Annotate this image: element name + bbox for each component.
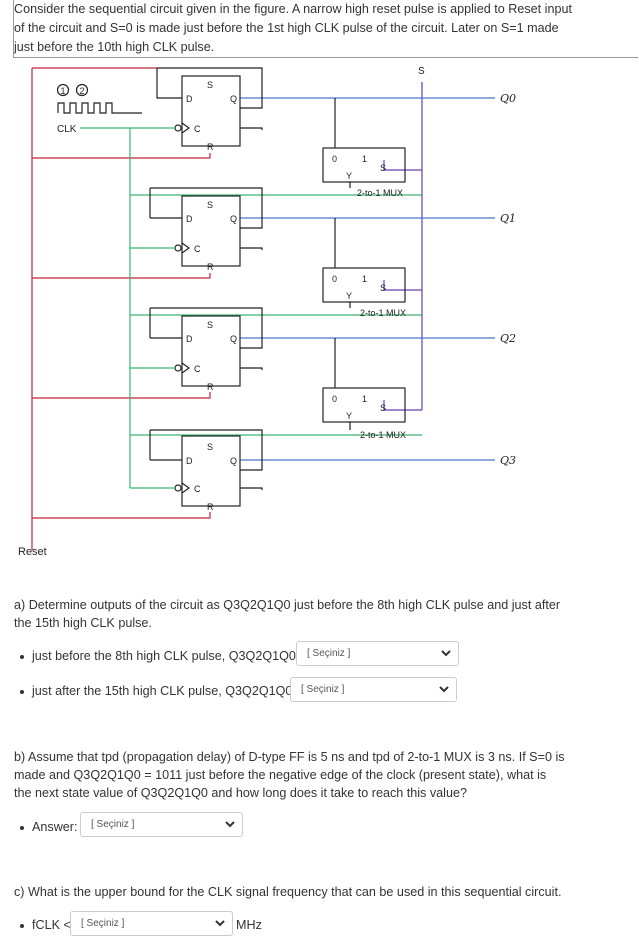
clk-label: CLK — [57, 124, 77, 135]
svg-text:S: S — [207, 200, 213, 210]
fclk-label: fCLK < — [32, 918, 71, 932]
answer-select-4-text: [ Seçiniz ] — [81, 918, 125, 929]
svg-text:S: S — [380, 163, 386, 173]
clk-wires — [80, 127, 422, 489]
clk-waveform-icon — [56, 83, 142, 114]
svg-text:2-to-1 MUX: 2-to-1 MUX — [357, 188, 403, 198]
part-a-item-1: just before the 8th high CLK pulse, Q3Q2… — [20, 649, 307, 663]
frame-bottom-border — [13, 57, 638, 58]
pulse-label-2: 2 — [79, 86, 84, 96]
part-a-item-1-text: just before the 8th high CLK pulse, Q3Q2… — [32, 649, 307, 663]
frame-left-border — [13, 0, 14, 57]
part-a-line-1: a) Determine outputs of the circuit as Q… — [14, 598, 561, 612]
svg-text:R: R — [207, 262, 214, 272]
svg-text:Q: Q — [230, 214, 237, 224]
svg-text:0: 0 — [332, 394, 337, 404]
svg-text:R: R — [207, 382, 214, 392]
select-label: S — [418, 66, 425, 77]
bullet-dot — [20, 923, 24, 928]
chevron-down-icon — [439, 686, 449, 693]
svg-text:Q: Q — [230, 334, 237, 344]
bullet-dot — [20, 825, 24, 830]
output-q2: Q2 — [500, 332, 516, 345]
svg-text:C: C — [194, 484, 201, 494]
answer-select-4[interactable]: [ Seçiniz ] — [70, 911, 233, 936]
svg-text:1: 1 — [362, 274, 367, 284]
output-q0: Q0 — [500, 92, 516, 105]
circuit-diagram: 1 2 CLK Reset S D S Q C R D S Q C R D S … — [18, 66, 516, 558]
answer-select-2-text: [ Seçiniz ] — [301, 684, 345, 695]
bullet-dot — [20, 689, 24, 694]
question-intro: Consider the sequential circuit given in… — [14, 0, 634, 57]
part-b-question: b) Assume that tpd (propagation delay) o… — [14, 748, 629, 802]
svg-text:D: D — [186, 214, 193, 224]
svg-text:Q: Q — [230, 94, 237, 104]
svg-text:Q: Q — [230, 456, 237, 466]
chevron-down-icon — [215, 920, 225, 927]
mux-labels: 0 1 S Y 2-to-1 MUX 0 1 S Y 2-to-1 MUX 0 … — [332, 154, 406, 440]
svg-text:0: 0 — [332, 274, 337, 284]
select-wires — [383, 82, 423, 411]
reset-label: Reset — [18, 546, 47, 558]
answer-select-2[interactable]: [ Seçiniz ] — [290, 677, 457, 702]
svg-text:1: 1 — [362, 154, 367, 164]
pulse-label-1: 1 — [60, 86, 65, 96]
part-b-answer-label: Answer: — [32, 820, 78, 834]
svg-text:2-to-1 MUX: 2-to-1 MUX — [360, 308, 406, 318]
svg-text:C: C — [194, 244, 201, 254]
svg-text:Y: Y — [346, 171, 352, 181]
bullet-dot — [20, 654, 24, 659]
chevron-down-icon — [225, 821, 235, 828]
svg-text:0: 0 — [332, 154, 337, 164]
output-q1: Q1 — [500, 212, 516, 225]
svg-text:D: D — [186, 334, 193, 344]
chevron-down-icon — [441, 650, 451, 657]
part-c-answer: fCLK < — [20, 918, 71, 932]
svg-text:S: S — [380, 283, 386, 293]
intro-line-3: just before the 10th high CLK pulse. — [14, 40, 215, 54]
part-a-item-2: just after the 15th high CLK pulse, Q3Q2… — [20, 684, 303, 698]
part-a-question: a) Determine outputs of the circuit as Q… — [14, 596, 624, 632]
svg-text:S: S — [207, 442, 213, 452]
part-c-question: c) What is the upper bound for the CLK s… — [14, 885, 562, 899]
answer-select-1-text: [ Seçiniz ] — [307, 648, 351, 659]
svg-text:S: S — [207, 320, 213, 330]
svg-text:Y: Y — [346, 291, 352, 301]
svg-text:Y: Y — [346, 411, 352, 421]
svg-text:1: 1 — [362, 394, 367, 404]
part-b-line-1: b) Assume that tpd (propagation delay) o… — [14, 750, 565, 764]
svg-text:2-to-1 MUX: 2-to-1 MUX — [360, 430, 406, 440]
intro-line-2: of the circuit and S=0 is made just befo… — [14, 21, 559, 35]
part-a-item-2-text: just after the 15th high CLK pulse, Q3Q2… — [32, 684, 304, 698]
reset-wires — [31, 67, 211, 550]
part-a-line-2: the 15th high CLK pulse. — [14, 616, 152, 630]
output-q3: Q3 — [500, 454, 516, 467]
part-b-answer: Answer: — [20, 820, 78, 834]
svg-text:C: C — [194, 124, 201, 134]
answer-select-1[interactable]: [ Seçiniz ] — [296, 641, 459, 666]
flip-flops — [149, 67, 406, 507]
ff-pin-labels: D S Q C R D S Q C R D S Q C R D S Q C R — [186, 80, 237, 512]
svg-text:R: R — [207, 502, 214, 512]
unit-label: MHz — [236, 918, 262, 932]
svg-text:D: D — [186, 94, 193, 104]
svg-text:S: S — [380, 403, 386, 413]
svg-text:D: D — [186, 456, 193, 466]
svg-text:C: C — [194, 364, 201, 374]
answer-select-3-text: [ Seçiniz ] — [91, 819, 135, 830]
svg-text:R: R — [207, 142, 214, 152]
part-b-line-3: the next state value of Q3Q2Q1Q0 and how… — [14, 786, 467, 800]
svg-text:S: S — [207, 80, 213, 90]
answer-select-3[interactable]: [ Seçiniz ] — [80, 812, 243, 837]
part-b-line-2: made and Q3Q2Q1Q0 = 1011 just before the… — [14, 768, 547, 782]
output-wires — [240, 97, 495, 461]
intro-line-1: Consider the sequential circuit given in… — [14, 2, 572, 16]
